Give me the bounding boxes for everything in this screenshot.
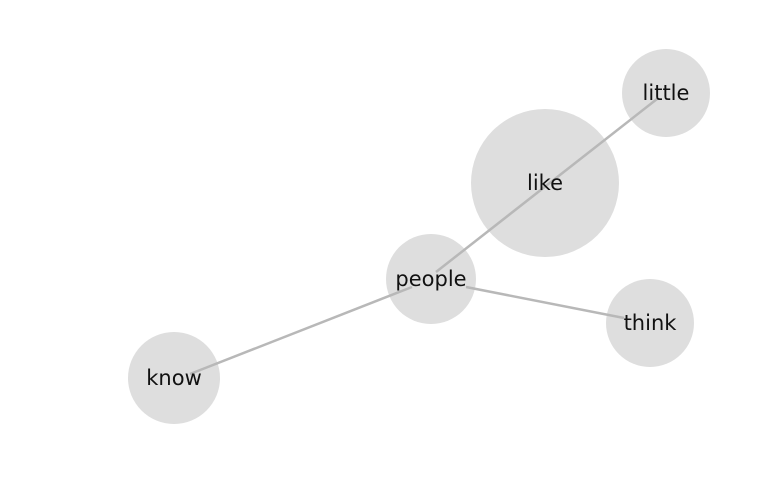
node-label-little: little: [643, 81, 690, 105]
node-know: [128, 332, 220, 424]
node-like: [471, 109, 619, 257]
node-label-know: know: [146, 366, 202, 390]
node-people: [386, 234, 476, 324]
node-label-like: like: [527, 171, 563, 195]
labels-layer: little like people think know: [146, 81, 689, 390]
edges-layer: [189, 98, 658, 376]
node-label-think: think: [624, 311, 678, 335]
node-little: [622, 49, 710, 137]
node-think: [606, 279, 694, 367]
edge-little-people: [435, 98, 658, 273]
edge-people-think: [465, 285, 625, 320]
edge-people-know: [189, 285, 413, 376]
node-label-people: people: [395, 267, 466, 291]
nodes-layer: [128, 49, 710, 424]
